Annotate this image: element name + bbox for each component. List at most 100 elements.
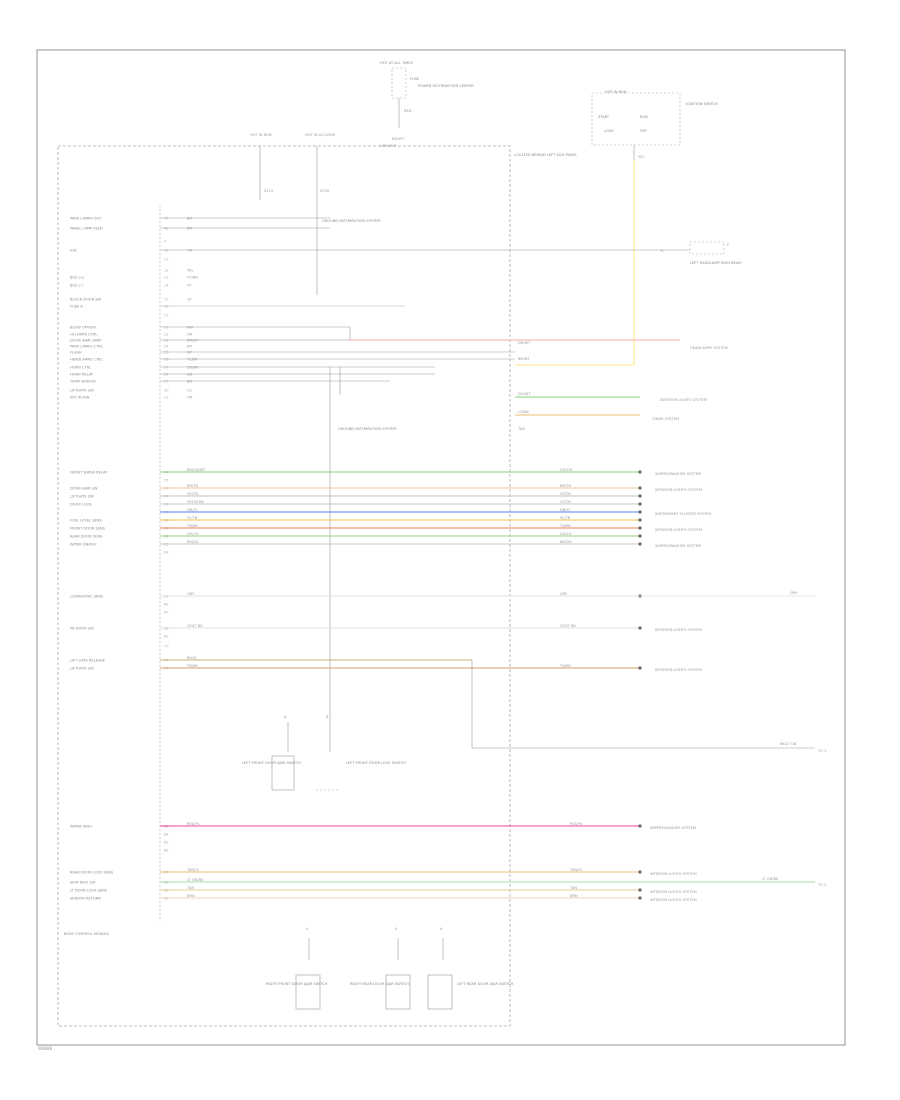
splice-1: S210	[264, 189, 274, 193]
pin-number: 86	[164, 849, 169, 853]
pin-number: 47	[164, 217, 169, 221]
fuse-block: HOT AT ALL TIMES FUSE POWER DISTRIBUTION…	[380, 61, 474, 141]
svg-text:GRY/WHT: GRY/WHT	[380, 144, 398, 148]
svg-text:LEFT HEADLAMP HIGH BEAM: LEFT HEADLAMP HIGH BEAM	[690, 261, 741, 265]
pin-number: 13	[164, 276, 169, 280]
connector-wire-label: TN/BK	[559, 524, 572, 528]
svg-text:POWER DISTRIBUTION CENTER: POWER DISTRIBUTION CENTER	[418, 84, 474, 88]
pin-number: 70	[164, 645, 169, 649]
pin-number: 24	[164, 345, 169, 349]
connector-wire-label: DB/YL	[560, 508, 571, 512]
destination-label: INTERIOR LIGHTS SYSTEM	[650, 898, 697, 902]
pin-label: BLOW OPTION	[70, 326, 96, 330]
svg-text:A: A	[284, 715, 287, 719]
pin-number: 85	[164, 841, 169, 845]
svg-text:A: A	[306, 927, 309, 931]
pin-wire-label: YL/BK	[187, 358, 198, 362]
wire-label-ultrasonic: GRY	[790, 591, 798, 595]
pin-label: REAR DOOR SENS	[70, 535, 103, 539]
connector-wire-label: GY/TN	[560, 492, 571, 496]
pin-number: 64	[164, 551, 169, 555]
destination-label: INTERIOR LIGHTS SYSTEM	[650, 872, 697, 876]
pin-label: PARK LAMPS OUT	[70, 217, 102, 221]
dest-chime: CHIME SYSTEM	[652, 417, 679, 421]
destination-label: INTERIOR LIGHTS SYSTEM	[655, 668, 702, 672]
pin-label: LIFTGATE SW	[70, 389, 94, 393]
pin-wire-label: WH	[187, 326, 194, 330]
connector-terminal	[638, 896, 642, 900]
pin-number: 15	[164, 298, 169, 302]
connector-wire-label: TAN	[569, 886, 577, 890]
pin-label: HI LAMPS CTRL	[70, 333, 97, 337]
pin-number: 27	[164, 366, 169, 370]
pin-label: HORN RELAY	[70, 373, 94, 377]
pin-wire-label: YL/TN	[187, 516, 198, 520]
connector-terminal	[638, 526, 642, 530]
pin-label: BUS (-)	[70, 284, 83, 288]
destination-label: WIPERS/WASHER SYSTEM	[655, 544, 701, 548]
connector-terminal	[638, 888, 642, 892]
pin-number: 23	[164, 339, 169, 343]
svg-text:LEFT REAR DOOR AJAR SWITCH: LEFT REAR DOOR AJAR SWITCH	[457, 982, 513, 986]
bcm-location-note: LOCATED BEHIND LEFT KICK PANEL	[514, 153, 577, 157]
door-switch-lr: A LEFT REAR DOOR AJAR SWITCH	[427, 927, 513, 1010]
dest-interior-top: INTERIOR LIGHTS SYSTEM	[660, 398, 707, 402]
pin-wire-label: BR	[187, 380, 192, 384]
svg-text:YL: YL	[660, 249, 664, 253]
connector-terminal	[638, 470, 642, 474]
pin-wire-label: GY/TN BK	[187, 500, 205, 504]
connector-terminal	[638, 870, 642, 874]
pin-label: WIPER ON/OFF	[70, 543, 96, 547]
pin-wire-label: GY	[187, 298, 193, 302]
pin-wire-label: GY/TN	[187, 492, 198, 496]
pin-wire-label: BR	[187, 227, 192, 231]
pin-number: 22	[164, 333, 169, 337]
destination-label: INTERIOR LIGHTS SYSTEM	[655, 528, 702, 532]
svg-text:RED: RED	[404, 109, 412, 113]
pin-number: 67	[164, 611, 169, 615]
pin-number: 9	[164, 240, 167, 244]
pin-wire-label: TAN/YL	[186, 868, 199, 872]
pin-number: 66	[164, 603, 169, 607]
offpage-2: TO 2	[817, 883, 826, 887]
diagram-frame	[36, 49, 846, 1046]
pin-label: FLASH	[70, 351, 82, 355]
pin-wire-label: BR/TN	[187, 484, 198, 488]
pin-wire-label: TN/BK	[186, 524, 199, 528]
pin-wire-label: BK/YL	[187, 656, 197, 660]
connector-terminal	[638, 626, 642, 630]
pin-label: PARK LAMPS CTRL	[70, 345, 103, 349]
connector-wire-label: DG/LG	[560, 532, 572, 536]
destination-label: INTERIOR LIGHTS SYSTEM	[650, 890, 697, 894]
pin-label: HEADLAMPS CTRL	[70, 358, 103, 362]
pin-label: DOOR LOCK	[70, 503, 92, 507]
pin-wire-label: RED/YL	[187, 822, 200, 826]
connector-wire-label: GRY	[560, 592, 568, 596]
pin-label: LT DOOR LOCK SENS	[70, 889, 108, 893]
ground-note-mid: GROUND DISTRIBUTION SYSTEM	[338, 427, 397, 431]
pin-wire-label: OR	[187, 249, 193, 253]
pin-number: 11	[164, 258, 169, 262]
pin-wire-label: DB/YL	[187, 508, 198, 512]
pin-label: ULTRASONIC SENS	[70, 595, 104, 599]
pin-wire-label: DG/BK	[187, 366, 199, 370]
connector-wire-label: GY/TN	[560, 500, 571, 504]
svg-text:RIGHT REAR DOOR AJAR SWITCH: RIGHT REAR DOOR AJAR SWITCH	[350, 982, 409, 986]
pin-number: 48	[164, 227, 169, 231]
destination-label: INSTRUMENT CLUSTER SYSTEM	[655, 512, 711, 516]
module-name: BODY CONTROL MODULE	[64, 932, 110, 936]
pin-label: DOOR AJAR SW	[70, 487, 98, 491]
connector-wire-label: TN/BK	[559, 664, 572, 668]
svg-text:OFF: OFF	[640, 129, 647, 133]
pin-wire-label: TN/BK	[186, 664, 199, 668]
svg-text:A: A	[395, 927, 398, 931]
pin-label: LIFTGATE SW	[70, 495, 94, 499]
ground-note-top: GROUND DISTRIBUTION SYSTEM	[322, 219, 381, 223]
wire-label-ign2: BK/WT	[518, 357, 531, 361]
door-switch-rf: A RIGHT FRONT DOOR AJAR SWITCH	[266, 927, 328, 1010]
offpage-1: TO 1	[817, 749, 826, 753]
pin-wire-label: OR	[187, 396, 193, 400]
svg-text:RUN: RUN	[640, 115, 648, 119]
